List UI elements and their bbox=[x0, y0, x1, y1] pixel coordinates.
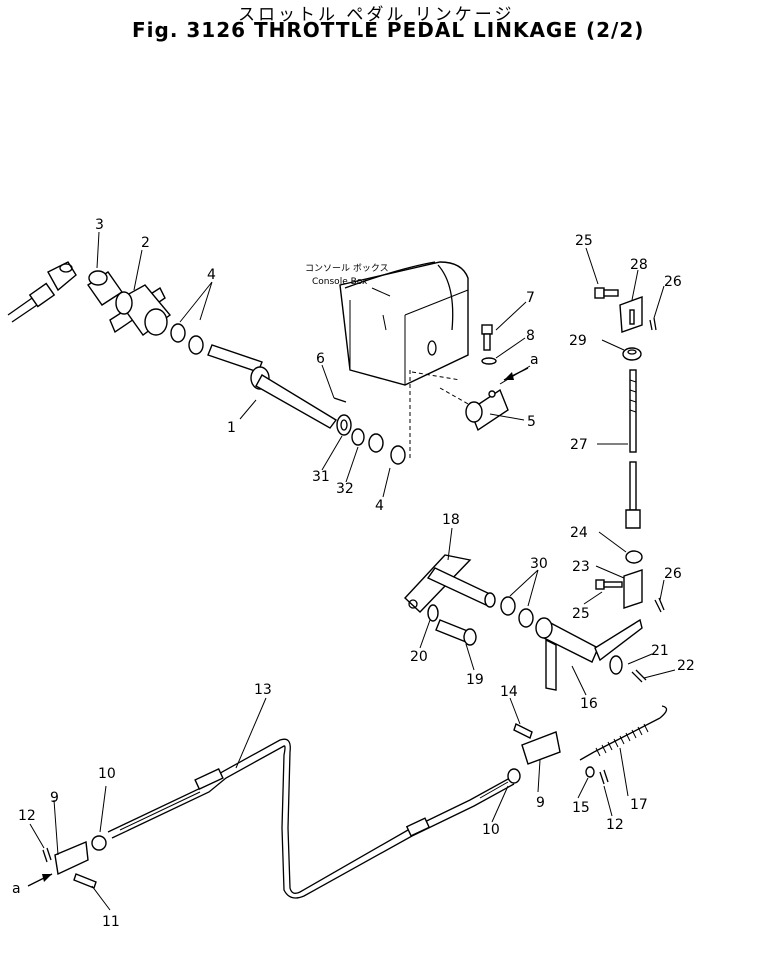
callout-25-top: 25 bbox=[575, 233, 593, 249]
callout-6: 6 bbox=[316, 351, 325, 367]
shaft-part-1 bbox=[207, 344, 338, 429]
console-box-label: Console Box bbox=[312, 277, 368, 287]
cotter-pin-part-12-right bbox=[599, 769, 609, 785]
reference-arrow-a-bottom: a bbox=[12, 873, 53, 897]
callout-32: 32 bbox=[336, 481, 354, 497]
callout-2: 2 bbox=[141, 235, 150, 251]
spring-part-17 bbox=[579, 705, 668, 761]
cotter-pin-part-22 bbox=[631, 669, 647, 683]
lever-part-5 bbox=[439, 387, 509, 432]
leader-lines bbox=[29, 231, 676, 911]
callout-12-right: 12 bbox=[606, 817, 624, 833]
callout-16: 16 bbox=[580, 696, 598, 712]
callout-27: 27 bbox=[570, 437, 588, 453]
callout-1: 1 bbox=[227, 420, 236, 436]
nut-part-10-right bbox=[507, 768, 521, 784]
callout-28: 28 bbox=[630, 257, 648, 273]
callout-10-right: 10 bbox=[482, 822, 500, 838]
callout-11: 11 bbox=[102, 914, 120, 930]
lever-part-18 bbox=[404, 554, 496, 613]
nut-part-10-left bbox=[91, 835, 107, 851]
callout-10-left: 10 bbox=[98, 766, 116, 782]
clevis-part-23 bbox=[623, 569, 643, 609]
callout-14: 14 bbox=[500, 684, 518, 700]
callout-23: 23 bbox=[572, 559, 590, 575]
washer-part-31 bbox=[336, 414, 352, 436]
callout-9-left: 9 bbox=[50, 790, 59, 806]
bushing-pair-part-30 bbox=[500, 596, 534, 628]
reference-arrow-a-top: a bbox=[503, 352, 539, 381]
yoke-joint-part bbox=[7, 261, 77, 323]
bolt-part-25-lower bbox=[595, 579, 623, 590]
console-box: コンソール ボックス Console Box bbox=[305, 261, 469, 460]
bolt-part-25-top bbox=[594, 287, 619, 299]
washer-part-8 bbox=[481, 357, 497, 365]
washer-part-21 bbox=[609, 655, 623, 675]
callout-22: 22 bbox=[677, 658, 695, 674]
nut-part-29 bbox=[622, 347, 642, 361]
pin-part-6 bbox=[333, 397, 347, 403]
callout-13: 13 bbox=[254, 682, 272, 698]
cotter-pin-part-26-top bbox=[649, 317, 657, 331]
rod-part-27 bbox=[625, 369, 641, 529]
callout-8: 8 bbox=[526, 328, 535, 344]
callout-12-left: 12 bbox=[18, 808, 36, 824]
washer-part-20 bbox=[427, 604, 439, 622]
nut-part-15 bbox=[585, 766, 595, 778]
svg-text:a: a bbox=[530, 352, 539, 368]
callout-5: 5 bbox=[527, 414, 536, 430]
figure-title: Fig. 3126 THROTTLE PEDAL LINKAGE (2/2) bbox=[132, 18, 645, 42]
callout-30: 30 bbox=[530, 556, 548, 572]
callout-26-top: 26 bbox=[664, 274, 682, 290]
svg-text:a: a bbox=[12, 881, 21, 897]
bracket-part-2 bbox=[109, 284, 172, 336]
callout-4-lower: 4 bbox=[375, 498, 384, 514]
callout-labels: 1 2 3 4 4 5 6 7 8 9 9 10 10 11 12 12 13 … bbox=[18, 217, 695, 930]
callout-25-lower: 25 bbox=[572, 606, 590, 622]
lever-part-16 bbox=[535, 617, 643, 691]
bushing-pair-part-4-upper bbox=[170, 323, 204, 355]
callout-4-upper: 4 bbox=[207, 267, 216, 283]
ring-part-32 bbox=[351, 428, 365, 446]
clevis-part-28 bbox=[619, 296, 643, 333]
clevis-part-9-right bbox=[521, 731, 561, 765]
nut-part-24 bbox=[625, 550, 643, 564]
callout-31: 31 bbox=[312, 469, 330, 485]
bolt-part-7 bbox=[481, 324, 493, 351]
callout-3: 3 bbox=[95, 217, 104, 233]
bushing-part-3 bbox=[87, 270, 123, 306]
cotter-pin-part-12-left bbox=[42, 847, 52, 863]
callout-15: 15 bbox=[572, 800, 590, 816]
clevis-part-9-left bbox=[54, 840, 89, 876]
bolt-part-14 bbox=[513, 723, 533, 739]
callout-7: 7 bbox=[526, 290, 535, 306]
callout-26-lower: 26 bbox=[664, 566, 682, 582]
bolt-part-11 bbox=[73, 873, 97, 889]
callout-18: 18 bbox=[442, 512, 460, 528]
callout-20: 20 bbox=[410, 649, 428, 665]
callout-24: 24 bbox=[570, 525, 588, 541]
callout-29: 29 bbox=[569, 333, 587, 349]
callout-19: 19 bbox=[466, 672, 484, 688]
cable-part-13 bbox=[107, 738, 515, 899]
callout-21: 21 bbox=[651, 643, 669, 659]
callout-9-right: 9 bbox=[536, 795, 545, 811]
console-box-label-japanese: コンソール ボックス bbox=[305, 263, 389, 274]
bolt-part-19 bbox=[435, 619, 477, 646]
figure-title-japanese: スロットル ペダル リンケージ bbox=[238, 5, 515, 25]
bushing-pair-part-4-lower bbox=[368, 433, 406, 465]
callout-17: 17 bbox=[630, 797, 648, 813]
cotter-pin-part-26-lower bbox=[654, 597, 665, 613]
